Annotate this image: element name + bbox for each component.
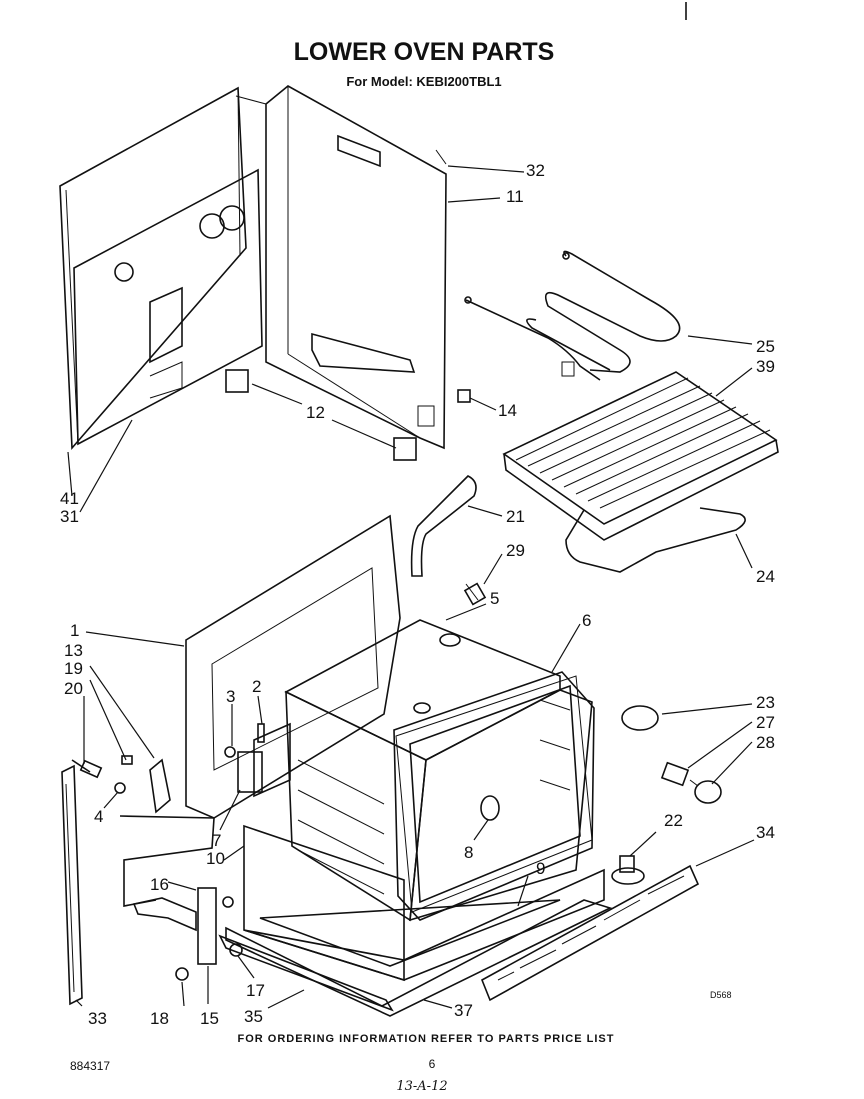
part-bottom-rail: [218, 934, 394, 1012]
callout-33: 33: [88, 1009, 107, 1028]
callout-12: 12: [306, 403, 325, 422]
callout-14: 14: [498, 401, 517, 420]
part-vent-tube: [410, 475, 477, 577]
drawing-code: D568: [710, 990, 732, 1000]
part-oven-rack: [502, 371, 779, 541]
callout-19: 19: [64, 659, 83, 678]
callout-39: 39: [756, 357, 775, 376]
callout-17: 17: [246, 981, 265, 1000]
part-bottom-frame: [225, 824, 613, 1017]
callout-6: 6: [582, 611, 591, 630]
callout-5: 5: [490, 589, 499, 608]
callout-41: 41: [60, 489, 79, 508]
callout-24: 24: [756, 567, 775, 586]
callout-34: 34: [756, 823, 775, 842]
callout-22: 22: [664, 811, 683, 830]
callout-11: 11: [506, 187, 524, 206]
part-bent-rod: [565, 507, 746, 573]
part-vent-grille: [480, 864, 700, 1002]
callout-18: 18: [150, 1009, 169, 1028]
callout-3: 3: [226, 687, 235, 706]
part-igniter: [611, 855, 645, 885]
callout-37: 37: [454, 1001, 473, 1020]
part-front-frame: [185, 514, 401, 819]
callout-35: 35: [244, 1007, 263, 1026]
part-light-assembly: [621, 705, 722, 804]
callout-21: 21: [506, 507, 525, 526]
callout-13: 13: [64, 641, 83, 660]
callout-27: 27: [756, 713, 775, 732]
part-oven-liner: [284, 619, 595, 922]
callout-1: 1: [70, 621, 79, 640]
part-light-lens: [480, 795, 500, 821]
ordering-note: FOR ORDERING INFORMATION REFER TO PARTS …: [238, 1033, 615, 1045]
part-side-trim-strip: [61, 764, 83, 1006]
part-rear-insulation-panels: [59, 86, 263, 451]
handwritten-date: 13-A-12: [396, 1079, 447, 1094]
callout-25: 25: [756, 337, 775, 356]
callout-23: 23: [756, 693, 775, 712]
callout-9: 9: [536, 859, 545, 878]
callout-numbers: 32 11 25 39 12 14 41 31 21 29 24 5 6 1 1…: [60, 161, 775, 1028]
callout-7: 7: [212, 831, 221, 850]
model-line: For Model: KEBI200TBL1: [346, 74, 501, 89]
page-title: LOWER OVEN PARTS: [294, 38, 555, 66]
document-number: 884317: [70, 1059, 110, 1073]
callout-32: 32: [526, 161, 545, 180]
callout-29: 29: [506, 541, 525, 560]
callout-15: 15: [200, 1009, 219, 1028]
callout-10: 10: [206, 849, 225, 868]
part-heating-element: [464, 250, 681, 381]
callout-4: 4: [94, 807, 103, 826]
part-sensor: [463, 582, 487, 606]
part-rear-oven-wall: [225, 85, 471, 461]
part-left-small-parts: [71, 722, 291, 981]
callout-28: 28: [756, 733, 775, 752]
callout-2: 2: [252, 677, 261, 696]
leader-lines: [67, 165, 755, 1009]
callout-16: 16: [150, 875, 169, 894]
callout-8: 8: [464, 843, 473, 862]
callout-31: 31: [60, 507, 79, 526]
page-number: 6: [429, 1057, 436, 1071]
callout-20: 20: [64, 679, 83, 698]
